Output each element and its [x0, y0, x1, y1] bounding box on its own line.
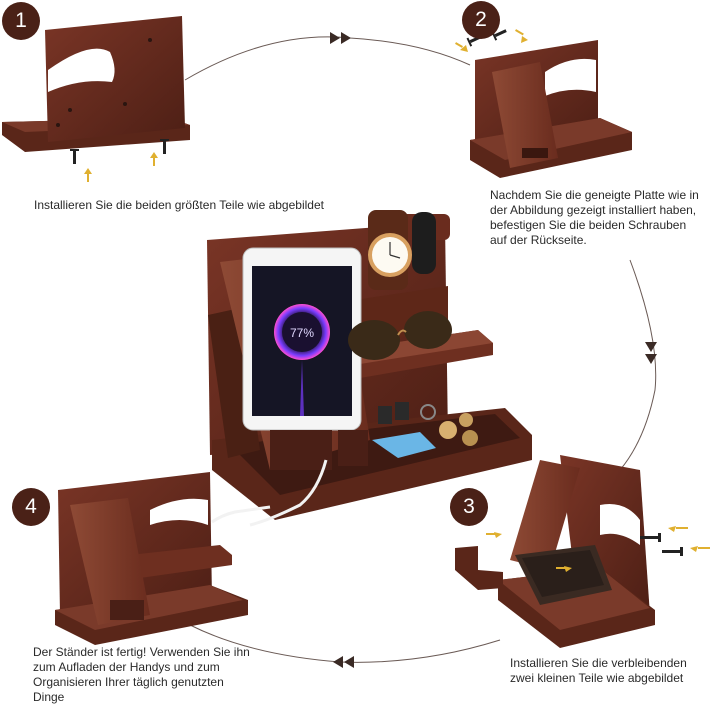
step-3-badge: 3: [450, 488, 488, 526]
step-1-caption: Installieren Sie die beiden größten Teil…: [34, 198, 354, 213]
step-2-caption: Nachdem Sie die geneigte Platte wie in d…: [490, 188, 720, 248]
wristwatch: [368, 210, 436, 290]
flow-arc-1-2: [184, 36, 471, 81]
caption-line: der Abbildung gezeigt installiert haben,: [490, 203, 697, 217]
screw-icon: [70, 149, 79, 164]
double-chevron-down-icon: [645, 342, 657, 364]
arrow-up-icon: [84, 152, 158, 182]
screw-icon: [662, 547, 683, 556]
step-2-illustration: [455, 29, 632, 178]
finished-organizer-photo: 77%: [207, 210, 532, 527]
caption-line: zwei kleinen Teile wie abgebildet: [510, 671, 684, 685]
step-4-illustration: [55, 472, 271, 645]
caption-line: zum Aufladen der Handys und zum: [33, 660, 220, 674]
caption-line: Organisieren Ihrer täglich genutzten: [33, 675, 224, 689]
sunglasses: [348, 311, 452, 360]
caption-line: Installieren Sie die verbleibenden: [510, 656, 687, 670]
double-chevron-left-icon: [333, 656, 354, 668]
double-chevron-right-icon: [330, 32, 351, 44]
screw-icon: [640, 533, 661, 542]
step-3-caption: Installieren Sie die verbleibenden zwei …: [510, 656, 720, 686]
tray-items: [372, 402, 478, 458]
step-2-badge: 2: [462, 1, 500, 39]
caption-line: Dinge: [33, 690, 65, 704]
battery-percentage: 77%: [290, 326, 314, 340]
flow-arc-2-3: [619, 259, 657, 471]
caption-line: Der Ständer ist fertig! Verwenden Sie ih…: [33, 645, 250, 659]
step-1-illustration: [2, 16, 190, 182]
caption-line: befestigen Sie die beiden Schrauben: [490, 218, 687, 232]
step-4-caption: Der Ständer ist fertig! Verwenden Sie ih…: [33, 645, 273, 705]
step-3-illustration: [455, 455, 710, 648]
arrow-left-icon: [486, 526, 710, 572]
caption-line: Installieren Sie die beiden größten Teil…: [34, 198, 324, 212]
smartphone: 77%: [242, 247, 362, 431]
arrow-down-icon: [455, 29, 528, 52]
caption-line: Nachdem Sie die geneigte Platte wie in: [490, 188, 699, 202]
step-1-badge: 1: [2, 2, 40, 40]
step-4-badge: 4: [12, 488, 50, 526]
caption-line: auf der Rückseite.: [490, 233, 587, 247]
screw-icon: [160, 139, 169, 154]
